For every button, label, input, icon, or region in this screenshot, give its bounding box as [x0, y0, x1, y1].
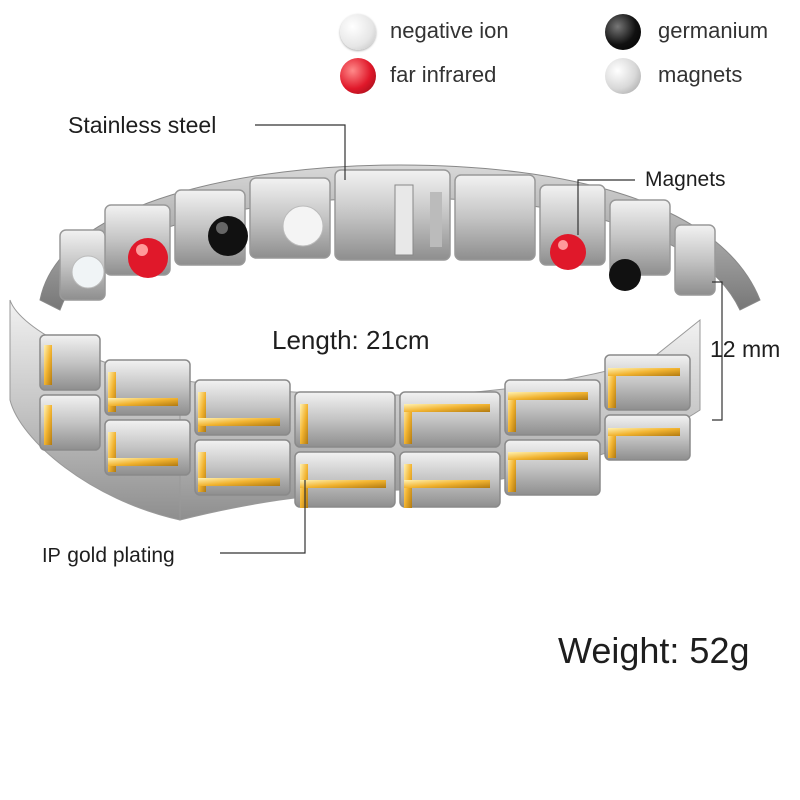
length-value: 21cm [365, 325, 430, 355]
legend-label-negative-ion: negative ion [390, 18, 509, 43]
weight-value: 52g [689, 630, 750, 671]
length-label: Length: [272, 325, 359, 355]
gold-plating-label: gold plating [67, 544, 175, 567]
weight-readout: Weight: 52g [558, 630, 750, 672]
stainless-steel-label: Stainless steel [68, 112, 217, 138]
germanium-dot [605, 14, 641, 50]
weight-label: Weight: [558, 630, 680, 671]
legend-label-far-infrared: far infrared [390, 62, 497, 87]
gold-plating-callout: IP gold plating [42, 541, 175, 568]
far-infrared-dot [340, 58, 376, 94]
negative-ion-dot [340, 14, 376, 50]
magnets-dot [605, 58, 641, 94]
legend-label-magnets: magnets [658, 62, 743, 87]
legend-label-germanium: germanium [658, 18, 769, 43]
magnets-label: Magnets [645, 168, 726, 191]
ip-prefix: IP [42, 545, 61, 567]
length-readout: Length: 21cm [272, 325, 430, 356]
width-value: 12 mm [710, 336, 781, 362]
